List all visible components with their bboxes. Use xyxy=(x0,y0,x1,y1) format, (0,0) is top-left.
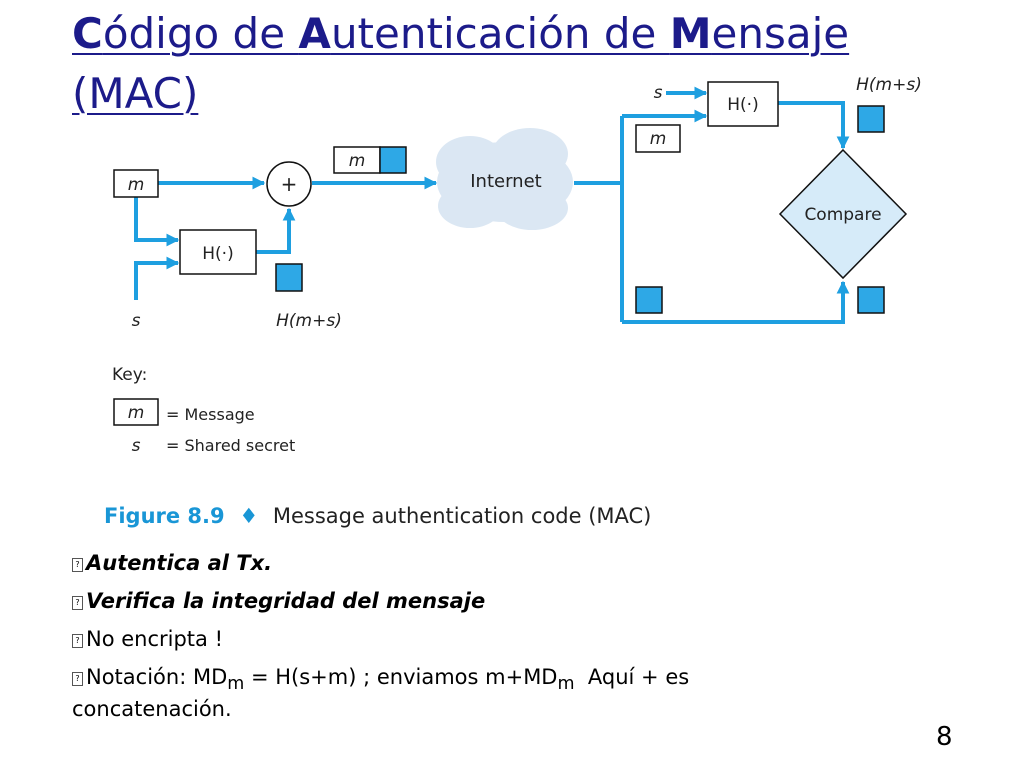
sender-hash-label: H(·) xyxy=(202,244,233,264)
figure-caption-separator: ♦ xyxy=(239,504,258,528)
bullet-item: ?Autentica al Tx. xyxy=(72,544,972,582)
key-message-desc: = Message xyxy=(166,405,255,424)
sender-hash-output-label: H(m+s) xyxy=(276,311,342,331)
receiver-secret-label: s xyxy=(654,83,663,103)
packet-message-label: m xyxy=(349,151,366,171)
notation-subscript: m xyxy=(557,674,575,695)
arrow-s-to-hash xyxy=(134,256,180,300)
sender-arrows xyxy=(134,176,438,300)
receiver-arrows xyxy=(574,86,850,324)
bullet-text: Verifica la integridad del mensaje xyxy=(86,589,486,613)
title-part-utenticacion: utenticación de xyxy=(330,9,670,58)
bullet-item: ?No encripta ! xyxy=(72,620,972,658)
key-secret-symbol: s xyxy=(132,436,141,456)
sender-hash-box xyxy=(179,229,257,275)
title-initial-a: A xyxy=(298,9,331,58)
plus-operator-label: + xyxy=(281,172,298,196)
internet-cloud xyxy=(436,128,573,230)
notation-prefix: Notación: MD xyxy=(86,665,228,689)
notation-wrap: concatenación. xyxy=(72,697,232,721)
bullet-glyph: ? xyxy=(72,596,83,610)
sender-message-box xyxy=(113,169,159,198)
slide-title: Código de Autenticación de Mensaje (MAC) xyxy=(72,4,972,124)
arrow-m-to-hash xyxy=(134,197,180,247)
receiver-hash-output-label: H(m+s) xyxy=(856,75,922,95)
arrow-received-hash-to-compare xyxy=(622,280,850,324)
packet-hash-square xyxy=(379,146,407,174)
receiver-computed-hash-square xyxy=(857,105,885,133)
receiver-hash-box xyxy=(707,81,779,127)
figure-caption: Figure 8.9 ♦ Message authentication code… xyxy=(104,504,651,528)
compare-label: Compare xyxy=(804,205,881,225)
bullet-glyph: ? xyxy=(72,634,83,648)
sender-secret-label: s xyxy=(132,311,141,331)
bullet-glyph: ? xyxy=(72,672,83,686)
mac-diagram: m H(·) + s H(m+s) m Internet s H(·) m H(… xyxy=(104,75,922,528)
title-line2: (MAC) xyxy=(72,69,199,118)
notation-subscript: m xyxy=(227,674,245,695)
bullet-continuation: concatenación. xyxy=(72,690,972,728)
bullet-text: No encripta ! xyxy=(86,627,224,651)
bullet-list: ?Autentica al Tx. ?Verifica la integrida… xyxy=(72,544,972,703)
arrow-hash-to-compare-top xyxy=(778,101,850,150)
key-message-symbol: m xyxy=(128,403,145,423)
notation-middle: = H(s+m) ; enviamos m+MD xyxy=(244,665,558,689)
sender-hash-output-square xyxy=(275,263,303,292)
key-message-box xyxy=(113,398,159,426)
figure-caption-text: Message authentication code (MAC) xyxy=(273,504,652,528)
page-number: 8 xyxy=(936,722,953,752)
title-initial-m: M xyxy=(669,9,712,58)
receiver-hash-label: H(·) xyxy=(727,95,758,115)
sender-message-label: m xyxy=(128,175,145,195)
receiver-hash-square-bottom xyxy=(857,286,885,314)
internet-label: Internet xyxy=(470,171,541,192)
compare-diamond xyxy=(778,148,908,280)
receiver-message-label: m xyxy=(650,129,667,149)
title-part-odigo: ódigo de xyxy=(102,9,299,58)
bullet-glyph: ? xyxy=(72,558,83,572)
bullet-item: ?Notación: MDm = H(s+m) ; enviamos m+MDm… xyxy=(72,658,972,703)
title-part-ensaje: ensaje xyxy=(711,9,850,58)
plus-operator xyxy=(266,161,312,207)
received-hash-square xyxy=(635,286,663,314)
receiver-message-box xyxy=(635,124,681,153)
bullet-text: Autentica al Tx. xyxy=(86,551,273,575)
arrow-hash-to-plus xyxy=(256,207,296,254)
figure-caption-label: Figure 8.9 xyxy=(104,504,225,528)
notation-suffix: Aquí + es xyxy=(574,665,690,689)
bullet-item: ?Verifica la integridad del mensaje xyxy=(72,582,972,620)
key-heading: Key: xyxy=(112,365,147,385)
title-initial-c: C xyxy=(72,9,103,58)
key-secret-desc: = Shared secret xyxy=(166,436,295,455)
